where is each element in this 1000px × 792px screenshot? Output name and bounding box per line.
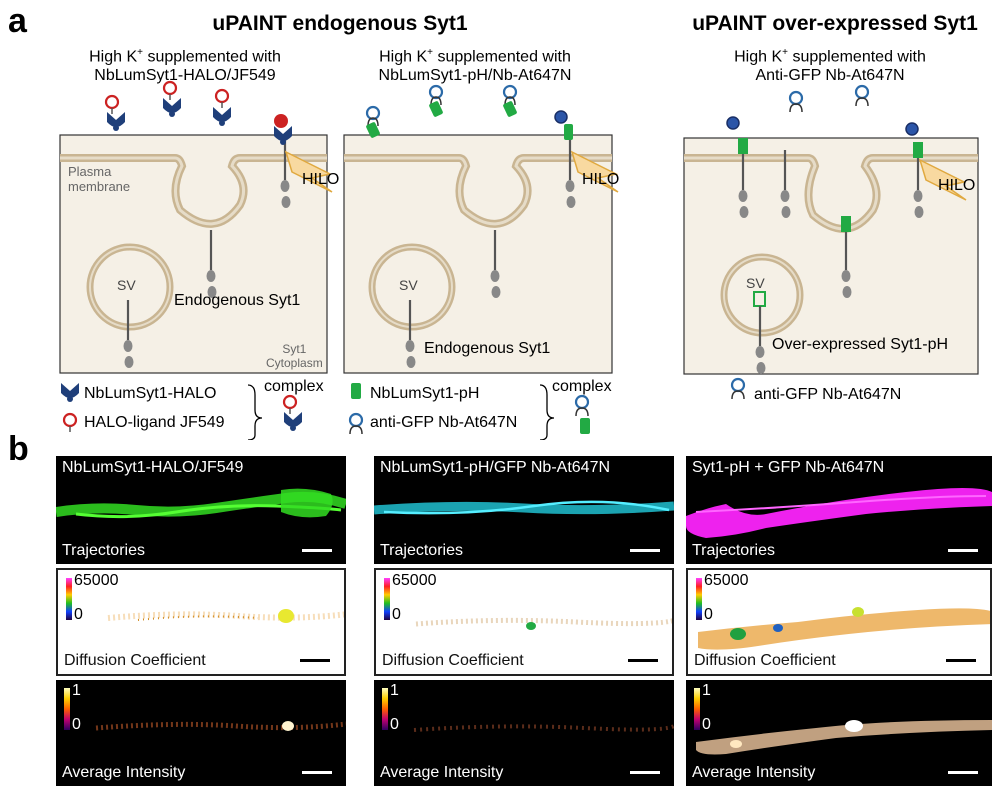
colorbar-min: 0 [702, 716, 711, 733]
diffusion-image-1: 65000 0 Diffusion Coefficient [56, 568, 346, 676]
row-label-intensity-1: Average Intensity [62, 764, 186, 781]
colorbar-max: 65000 [704, 572, 749, 589]
title-endogenous: uPAINT endogenous Syt1 [212, 12, 468, 35]
diffusion-map-3 [698, 607, 990, 650]
hilo-label-3: HILO [938, 177, 976, 194]
diffusion-image-3: 65000 0 Diffusion Coefficient [686, 568, 992, 676]
diffusion-colorbar [66, 578, 72, 620]
legend-antigfp-right: anti-GFP Nb-At647N [754, 386, 902, 403]
colorbar-min: 0 [72, 716, 81, 733]
schematic-diagram [59, 80, 979, 440]
subtitle-col2: High K+ supplemented with NbLumSyt1-pH/N… [378, 47, 572, 85]
column-title-2: NbLumSyt1-pH/GFP Nb-At647N [380, 459, 611, 476]
scale-bar [302, 549, 332, 552]
sv-label-1: SV [117, 277, 136, 293]
trajectory-trace-1 [56, 488, 346, 519]
row-label-diffusion-3: Diffusion Coefficient [694, 652, 836, 669]
intensity-map-2 [413, 724, 674, 732]
diffusion-colorbar [696, 578, 702, 620]
trajectories-image-2: NbLumSyt1-pH/GFP Nb-At647N Trajectories [374, 456, 674, 564]
row-label-intensity-3: Average Intensity [692, 764, 816, 781]
trajectory-trace-3 [686, 488, 992, 538]
scale-bar [946, 659, 976, 662]
trajectory-trace-2 [374, 500, 674, 515]
intensity-colorbar [64, 688, 70, 730]
colorbar-max: 65000 [392, 572, 437, 589]
row-label-diffusion-2: Diffusion Coefficient [382, 652, 524, 669]
row-label-trajectories-3: Trajectories [692, 542, 775, 559]
overexpressed-label: Over-expressed Syt1-pH [772, 336, 949, 353]
sv-label-2: SV [399, 277, 418, 293]
colorbar-min: 0 [74, 606, 83, 623]
intensity-image-1: 1 0 Average Intensity [56, 680, 346, 786]
scale-bar [302, 771, 332, 774]
endogenous-label-2: Endogenous Syt1 [424, 340, 551, 357]
intensity-map-1 [95, 721, 346, 731]
diffusion-colorbar [384, 578, 390, 620]
panel-a-letter: a [8, 2, 27, 40]
scale-bar [300, 659, 330, 662]
column-title-3: Syt1-pH + GFP Nb-At647N [692, 459, 885, 476]
colorbar-max: 65000 [74, 572, 119, 589]
legend-antigfp: anti-GFP Nb-At647N [370, 414, 518, 431]
hilo-label-1: HILO [302, 171, 340, 188]
colorbar-max: 1 [390, 682, 399, 699]
sv-label-3: SV [746, 275, 765, 291]
trajectories-image-1: NbLumSyt1-HALO/JF549 Trajectories [56, 456, 346, 564]
intensity-image-3: 1 0 Average Intensity [686, 680, 992, 786]
cell-diagram-2 [343, 84, 619, 374]
legend-ligand: HALO-ligand JF549 [84, 414, 225, 431]
scale-bar [948, 771, 978, 774]
diffusion-map-2 [415, 617, 672, 630]
row-label-trajectories-1: Trajectories [62, 542, 145, 559]
legend-halo: NbLumSyt1-HALO [84, 385, 217, 402]
intensity-colorbar [382, 688, 388, 730]
hilo-label-2: HILO [582, 171, 620, 188]
colorbar-max: 1 [702, 682, 711, 699]
legend-complex-1: complex [264, 378, 324, 395]
row-label-intensity-2: Average Intensity [380, 764, 504, 781]
colorbar-max: 1 [72, 682, 81, 699]
scale-bar [628, 659, 658, 662]
intensity-image-2: 1 0 Average Intensity [374, 680, 674, 786]
scale-bar [948, 549, 978, 552]
endogenous-label-1: Endogenous Syt1 [174, 292, 301, 309]
intensity-map-3 [696, 720, 992, 755]
row-label-diffusion-1: Diffusion Coefficient [64, 652, 206, 669]
subtitle-col1: High K+ supplemented with NbLumSyt1-HALO… [89, 47, 281, 85]
diffusion-image-2: 65000 0 Diffusion Coefficient [374, 568, 674, 676]
column-title-1: NbLumSyt1-HALO/JF549 [62, 459, 244, 476]
cell-diagram-3 [683, 84, 979, 376]
subtitle-col3: High K+ supplemented with Anti-GFP Nb-At… [734, 47, 926, 85]
scale-bar [630, 549, 660, 552]
colorbar-min: 0 [392, 606, 401, 623]
cell-diagram-1 [59, 80, 333, 374]
legend-complex-2: complex [552, 378, 612, 395]
title-overexpressed: uPAINT over-expressed Syt1 [692, 12, 978, 35]
scale-bar [630, 771, 660, 774]
panel-b-letter: b [8, 430, 29, 468]
intensity-colorbar [694, 688, 700, 730]
trajectories-image-3: Syt1-pH + GFP Nb-At647N Trajectories [686, 456, 992, 564]
diffusion-map-1 [107, 609, 344, 623]
legend-ph: NbLumSyt1-pH [370, 385, 480, 402]
colorbar-min: 0 [390, 716, 399, 733]
colorbar-min: 0 [704, 606, 713, 623]
row-label-trajectories-2: Trajectories [380, 542, 463, 559]
